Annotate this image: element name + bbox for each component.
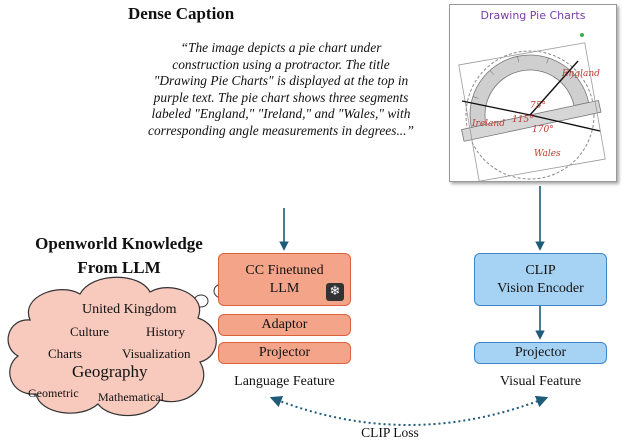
llm-label-line2: LLM [269, 280, 300, 296]
pie-chart-image: Drawing Pie Charts [449, 4, 617, 182]
label-ireland: Ireland [472, 119, 505, 129]
label-england: England [562, 69, 600, 79]
knowledge-cloud [7, 276, 217, 417]
protractor-drawing [458, 33, 606, 181]
cloud-word-culture: Culture [70, 324, 109, 339]
angle-115: 115° [512, 115, 534, 125]
cloud-word-geometric: Geometric [28, 386, 79, 400]
dense-caption-text: “The image depicts a pie chart under con… [148, 40, 414, 138]
cc-finetuned-llm-block: CC Finetuned LLM ❄ [218, 253, 351, 306]
clip-vision-encoder-block: CLIP Vision Encoder [474, 253, 607, 306]
language-projector-block: Projector [218, 342, 351, 364]
label-wales: Wales [534, 149, 561, 159]
clip-label-line1: CLIP [525, 262, 556, 278]
openworld-title-line1: Openworld Knowledge [35, 234, 203, 253]
angle-170: 170° [532, 125, 554, 135]
clip-loss-curve [269, 395, 549, 426]
cloud-word-visualization: Visualization [122, 346, 191, 361]
visual-feature-label: Visual Feature [499, 374, 582, 389]
dense-caption-title: Dense Caption [128, 4, 235, 23]
llm-label-line1: CC Finetuned [245, 262, 324, 278]
snowflake-icon: ❄ [326, 283, 344, 301]
angle-75: 75° [530, 101, 546, 111]
cloud-word-united-kingdom: United Kingdom [82, 302, 177, 317]
cloud-word-mathematical: Mathematical [98, 390, 164, 404]
language-feature-label: Language Feature [234, 374, 335, 389]
cloud-word-history: History [146, 324, 185, 339]
cloud-word-geography: Geography [72, 362, 148, 381]
clip-label-line2: Vision Encoder [497, 280, 584, 296]
clip-loss-label: CLIP Loss [361, 425, 419, 440]
image-title: Drawing Pie Charts [480, 9, 586, 22]
openworld-title-line2: From LLM [77, 258, 161, 277]
visual-projector-block: Projector [474, 342, 607, 364]
adaptor-block: Adaptor [218, 314, 351, 336]
openworld-title: Openworld Knowledge From LLM [4, 232, 234, 280]
cloud-word-charts: Charts [48, 346, 82, 361]
